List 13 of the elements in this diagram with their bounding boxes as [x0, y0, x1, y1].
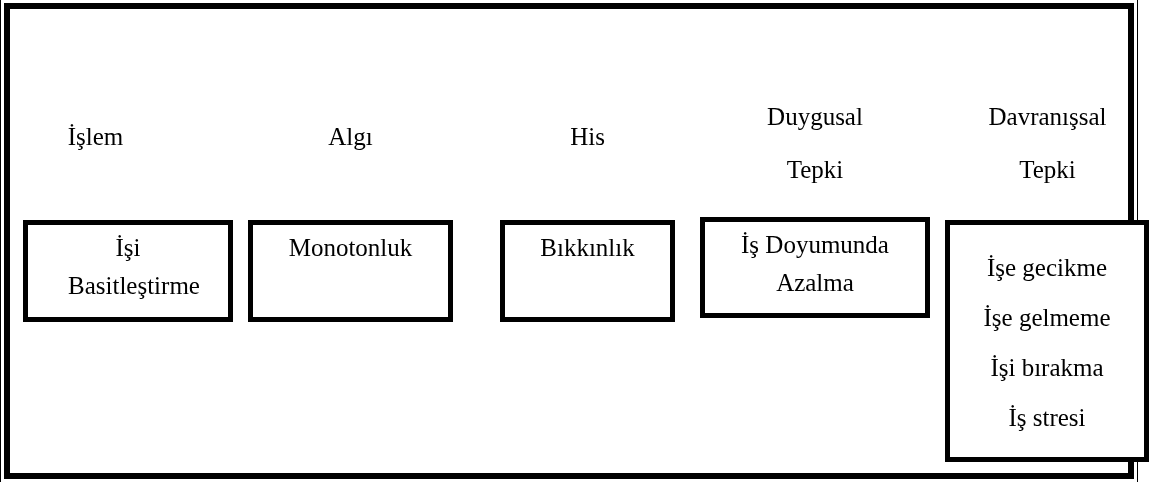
process-box: Monotonluk [248, 220, 453, 322]
process-box: Bıkkınlık [500, 220, 675, 322]
column-heading: İşlem [66, 122, 125, 152]
list-item: İşe gecikme [985, 253, 1109, 283]
list-item: İş stresi [1007, 403, 1087, 433]
list-item: İşi bırakma [989, 353, 1105, 383]
process-box: İşi Basitleştirme [23, 220, 233, 322]
list-item: İşe gelmeme [982, 303, 1112, 333]
column-heading: Davranışsal Tepki [987, 102, 1108, 185]
process-box: İş Doyumunda Azalma [700, 217, 930, 318]
column-heading: Algı [327, 122, 374, 152]
column-heading: Duygusal Tepki [766, 102, 864, 185]
column-heading: His [569, 122, 606, 152]
